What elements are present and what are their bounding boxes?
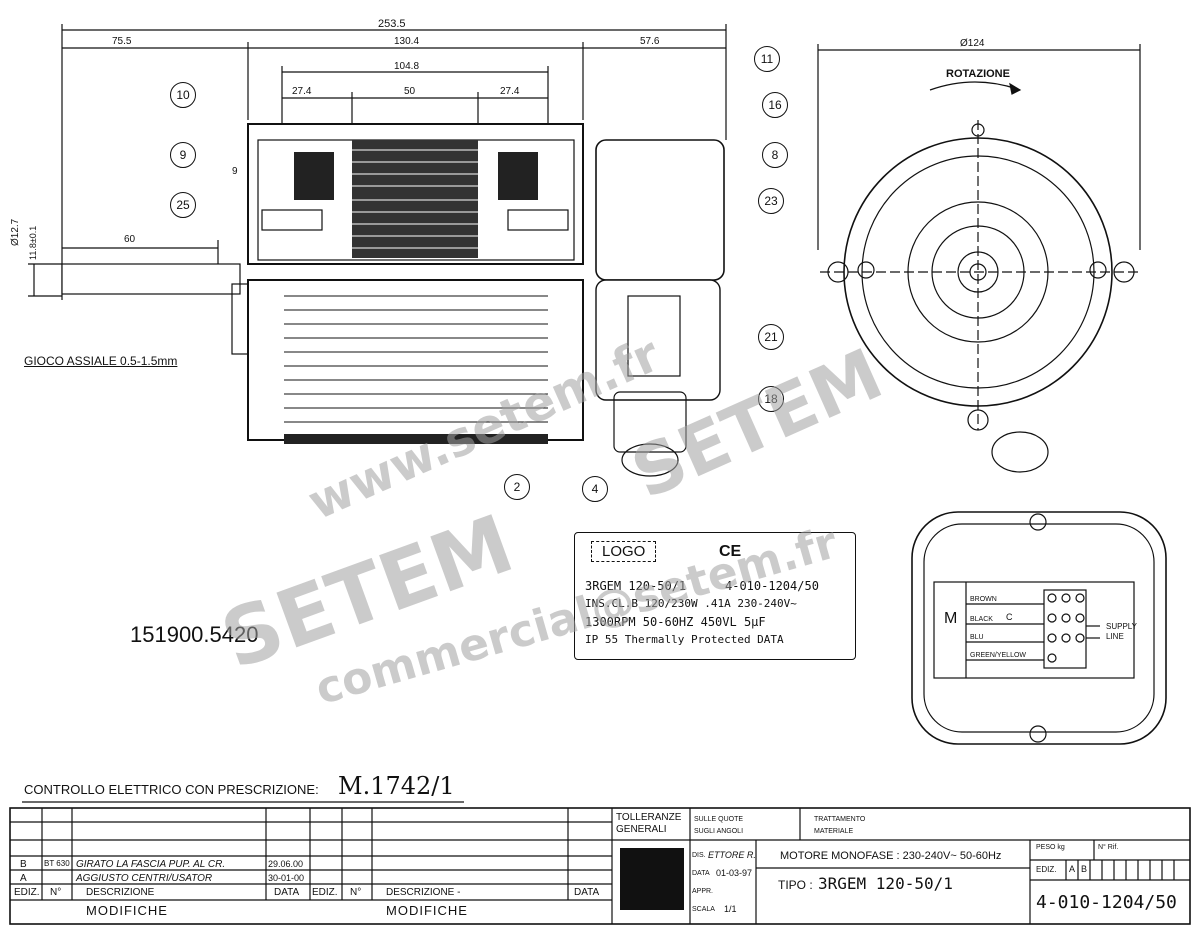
company-logo-block bbox=[620, 848, 684, 910]
tipo-value: 3RGEM 120-50/1 bbox=[818, 874, 953, 893]
callout-16: 16 bbox=[762, 92, 788, 118]
ediz-b: B bbox=[1081, 864, 1088, 874]
sulle-quote: SULLE QUOTE bbox=[694, 816, 744, 823]
callout-11: 11 bbox=[754, 46, 780, 72]
trattamento: TRATTAMENTO bbox=[814, 816, 866, 823]
ediz-a: A bbox=[1069, 864, 1076, 874]
dim-left: 75.5 bbox=[112, 36, 132, 47]
controllo-label: CONTROLLO ELETTRICO CON PRESCRIZIONE: bbox=[24, 782, 319, 797]
supply-label: SUPPLY bbox=[1106, 622, 1137, 631]
rotation-label: ROTAZIONE bbox=[946, 68, 1010, 80]
tipo-label: TIPO : bbox=[778, 878, 813, 892]
dim-center: 130.4 bbox=[394, 36, 420, 47]
appr-label: APPR. bbox=[692, 888, 714, 895]
scala-value: 1/1 bbox=[724, 904, 737, 914]
n-rif-label: N° Rif. bbox=[1098, 844, 1119, 851]
hdr-n-2: N° bbox=[350, 887, 362, 898]
modifiche-right: MODIFICHE bbox=[386, 903, 468, 918]
tolleranze: TOLLERANZE GENERALI bbox=[616, 812, 682, 835]
date-label: DATA bbox=[692, 870, 710, 877]
callout-8: 8 bbox=[762, 142, 788, 168]
hdr-data: DATA bbox=[274, 887, 300, 898]
callout-2: 2 bbox=[504, 474, 530, 500]
dim-seg-left: 27.4 bbox=[292, 86, 312, 97]
hdr-data-2: DATA bbox=[574, 887, 600, 898]
dis-value: ETTORE R. bbox=[708, 850, 756, 860]
nameplate-logo: LOGO bbox=[591, 541, 657, 562]
wire-blu: BLU bbox=[970, 634, 984, 641]
callout-25: 25 bbox=[170, 192, 196, 218]
sugli-angoli: SUGLI ANGOLI bbox=[694, 828, 744, 835]
ce-mark: CE bbox=[719, 543, 742, 560]
wire-brown: BROWN bbox=[970, 596, 997, 603]
callout-10: 10 bbox=[170, 82, 196, 108]
dis-label: DIS. bbox=[692, 852, 706, 859]
nameplate-model: 3RGEM 120-50/1 bbox=[585, 579, 687, 593]
dim-shaft: 60 bbox=[124, 234, 136, 245]
rev-b-date: 29.06.00 bbox=[268, 859, 304, 869]
nameplate: LOGO CE 3RGEM 120-50/1 4-010-1204/50 INS… bbox=[574, 532, 856, 660]
drawing-number: 4-010-1204/50 bbox=[1036, 892, 1177, 913]
ediz-label: EDIZ. bbox=[1036, 865, 1057, 874]
scala-label: SCALA bbox=[692, 906, 715, 913]
rev-b-n: BT 630 bbox=[44, 859, 70, 868]
part-number: 151900.5420 bbox=[130, 622, 259, 647]
dim-overall: 253.5 bbox=[378, 18, 406, 30]
wire-black: BLACK bbox=[970, 616, 993, 623]
dim-right: 57.6 bbox=[640, 36, 660, 47]
rev-a-ed: A bbox=[20, 873, 27, 884]
hdr-descrizione: DESCRIZIONE bbox=[86, 887, 155, 898]
callout-9: 9 bbox=[170, 142, 196, 168]
wire-green-yellow: GREEN/YELLOW bbox=[970, 652, 1027, 659]
capacitor-label: C bbox=[1006, 612, 1013, 622]
dim-shaft-diameter: Ø12.7 bbox=[10, 218, 21, 246]
wiring-motor-symbol: M bbox=[944, 610, 958, 627]
peso-label: PESO kg bbox=[1036, 844, 1065, 851]
callout-4: 4 bbox=[582, 476, 608, 502]
callout-23: 23 bbox=[758, 188, 784, 214]
dim-flat: 11.8±0.1 bbox=[28, 225, 38, 260]
callout-18: 18 bbox=[758, 386, 784, 412]
dim-seg-right: 27.4 bbox=[500, 86, 520, 97]
rev-a-date: 30-01-00 bbox=[268, 873, 305, 883]
hdr-ediz-2: EDIZ. bbox=[312, 887, 338, 898]
materiale: MATERIALE bbox=[814, 828, 854, 835]
hdr-n: N° bbox=[50, 887, 62, 898]
dim-end-diameter: Ø124 bbox=[960, 38, 985, 49]
dim-inner: 104.8 bbox=[394, 61, 420, 72]
dim-small: 9 bbox=[232, 166, 238, 177]
rev-a-desc: AGGIUSTO CENTRI/USATOR bbox=[76, 873, 213, 884]
hdr-descrizione-2: DESCRIZIONE - bbox=[386, 887, 461, 898]
rev-b-desc: GIRATO LA FASCIA PUP. AL CR. bbox=[76, 859, 226, 870]
hdr-ediz: EDIZ. bbox=[14, 887, 40, 898]
callout-21: 21 bbox=[758, 324, 784, 350]
nameplate-line3: 1300RPM 50-60HZ 450VL 5µF bbox=[585, 615, 766, 629]
motor-type: MOTORE MONOFASE : 230-240V~ 50-60Hz bbox=[780, 850, 1002, 862]
nameplate-code: 4-010-1204/50 bbox=[725, 579, 819, 593]
controllo-value: M.1742/1 bbox=[338, 772, 455, 800]
axial-play-note: GIOCO ASSIALE 0.5-1.5mm bbox=[24, 354, 178, 368]
nameplate-line4: IP 55 Thermally Protected DATA bbox=[585, 633, 784, 646]
rev-b-ed: B bbox=[20, 859, 27, 870]
nameplate-line2: INS.CL.B 120/230W .41A 230-240V~ bbox=[585, 597, 797, 610]
modifiche-left: MODIFICHE bbox=[86, 903, 168, 918]
date-value: 01-03-97 bbox=[716, 868, 753, 878]
dim-seg-mid: 50 bbox=[404, 86, 416, 97]
line-label: LINE bbox=[1106, 632, 1124, 641]
